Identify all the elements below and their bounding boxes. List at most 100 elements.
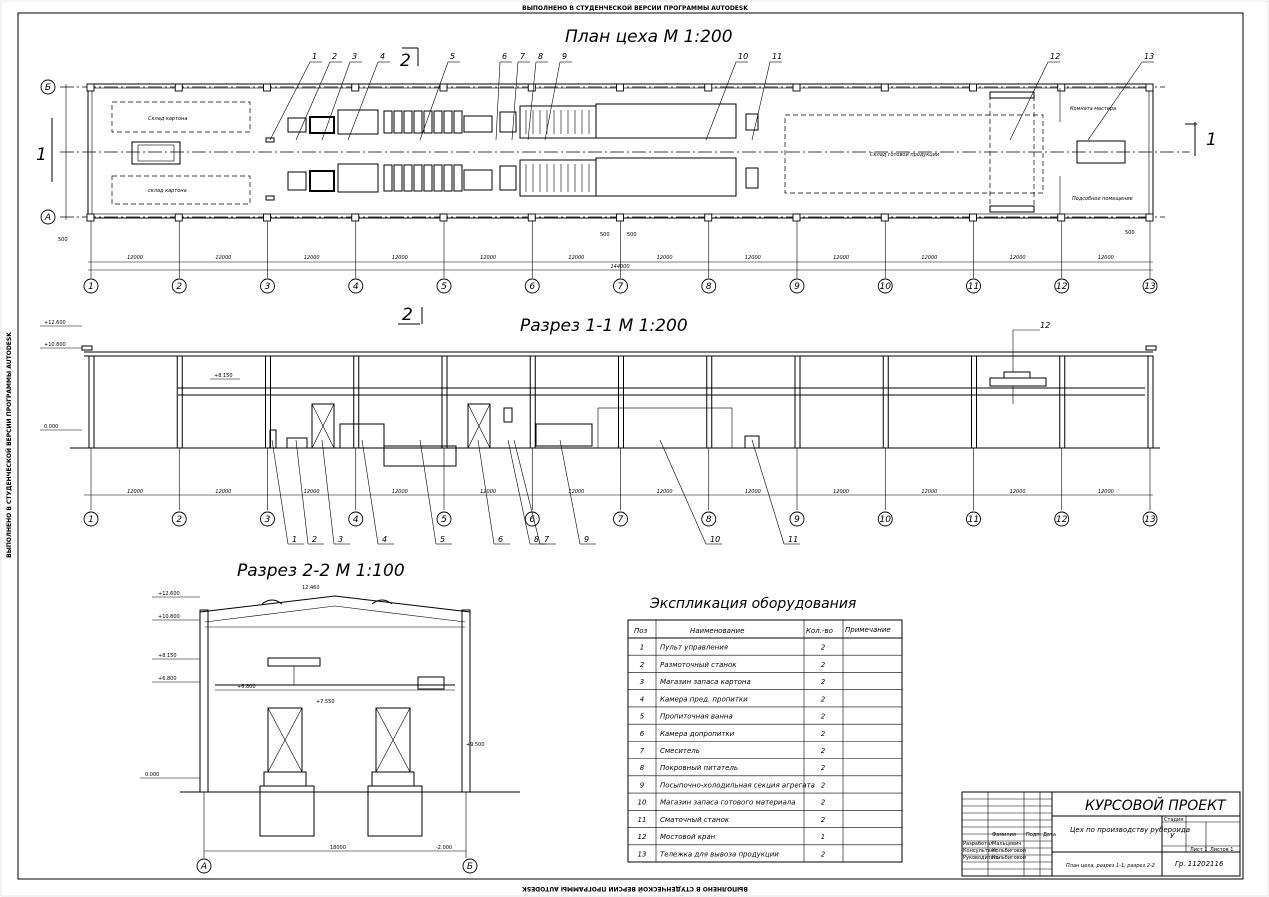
plan-axis-label: 10 [880, 282, 892, 292]
explication-row-qty: 2 [821, 713, 826, 721]
section11-axis-label: 13 [1144, 515, 1156, 525]
plan-columns [86, 83, 1154, 278]
section11-column [88, 355, 95, 449]
crane-callout: 12 [1040, 321, 1050, 330]
section11-axis-bubble [877, 511, 893, 527]
plan-callout-leader [1009, 61, 1049, 141]
plan-callout-label: 3 [352, 52, 357, 61]
chamber-right-x2 [375, 707, 411, 773]
plan-bath-cell [453, 164, 463, 192]
storage-raw-top-label: Склад картона [148, 116, 187, 122]
explication-title: Экспликация оборудования [649, 596, 856, 612]
plan-axis-bubble [966, 278, 981, 294]
plan-span-dim: 12000 [127, 255, 143, 261]
plan-callout-leader [751, 61, 771, 141]
storage-finished [784, 114, 1044, 194]
plan-bath-cell [433, 110, 443, 134]
lvl-label-4: 0.000 [44, 424, 58, 430]
section11-callout-label: 5 [440, 535, 445, 544]
plan-callout-leader [527, 61, 537, 141]
explication-row-pos: 3 [640, 678, 644, 686]
plan-callout-leader [419, 61, 449, 141]
plan-bath-cell [403, 164, 413, 192]
plan-column [616, 213, 624, 222]
section11-callout-leader [513, 439, 541, 545]
section11-levels: +12.600 +10.800 +8.150 0.000 [40, 320, 240, 431]
plan-callout-leader [1087, 61, 1143, 141]
explication-row-name: Посыпочно-холодильная секция агрегата [660, 781, 815, 789]
explication-row-pos: 5 [640, 713, 645, 721]
section2-mark-label: 2 [400, 51, 411, 71]
explication: Экспликация оборудования Поз Наименовани… [627, 596, 903, 863]
section11-axis-bubble [436, 511, 452, 527]
plan-bath-cell [423, 110, 433, 134]
section11-callout-leader [321, 439, 335, 545]
roof-profile [199, 595, 471, 613]
dim-small-1: 500 [58, 237, 68, 243]
crane-cabin [417, 676, 445, 690]
section11-crane-trolley [1003, 371, 1031, 379]
explication-row-name: Сматочный станок [660, 816, 730, 824]
plan-bath-cell [393, 164, 403, 192]
explication-row-pos: 9 [640, 781, 645, 789]
explication-row-pos: 8 [640, 764, 645, 772]
explication-row-qty: 2 [821, 695, 826, 703]
plan-axis-bubble [789, 278, 805, 294]
plan-callout-label: 10 [738, 52, 748, 61]
plan-crane-bottom [989, 205, 1035, 213]
section11-callout-label: 8 [534, 535, 539, 544]
section-1-1: Разрез 1-1 М 1:200 2 +12.600 +10.800 +8.… [40, 305, 1160, 545]
explication-row-qty: 2 [821, 781, 826, 789]
sec-cooling [535, 423, 593, 447]
section11-axis-bubble [1142, 511, 1158, 527]
stamp-group: Гр. 11202116 [1175, 860, 1224, 868]
plan-axis-bubble [83, 278, 99, 294]
stamp-name-2: Кольбиговой [992, 847, 1026, 854]
plan-column [263, 213, 271, 222]
plan-axis-label: 12 [1056, 282, 1068, 292]
inner-lvl-2: +7.550 [316, 699, 335, 705]
plan-span-dim: 12000 [921, 255, 937, 261]
explication-row-name: Пропиточная ванна [660, 713, 733, 721]
section11-callout-label: 7 [544, 535, 550, 544]
plan-mixer [499, 111, 517, 133]
explication-row-pos: 10 [638, 799, 647, 807]
plan-postchamber [463, 169, 493, 191]
section11-axis-label: 5 [441, 515, 447, 525]
section11-span-dim: 12000 [304, 489, 320, 495]
section11-column [176, 355, 183, 449]
section11-axis-label: 3 [265, 515, 271, 525]
section11-axis-label: 7 [618, 515, 624, 525]
stamp-col-date: Дата [1043, 832, 1056, 838]
plan-bath-cell [383, 110, 393, 134]
section11-callout-label: 4 [382, 535, 387, 544]
plan-bath-cell [393, 110, 403, 134]
plan-callout-label: 7 [520, 52, 526, 61]
section11-axis-bubble [83, 511, 99, 527]
section11-axis-bubble [701, 511, 717, 527]
plan-bath-cell [383, 164, 393, 192]
plan-axis-bubble [1054, 278, 1070, 294]
plan-axis-label: 1 [88, 282, 94, 292]
plan-callout-label: 6 [502, 52, 507, 61]
section11-callout-label: 10 [710, 535, 720, 544]
skylight-right [371, 599, 393, 605]
plan-column [616, 83, 624, 92]
transfer-cart [131, 141, 181, 165]
stamp-name-1: Мальцевич [992, 841, 1021, 847]
plan-storage-magazine [309, 116, 335, 134]
section11-axis-bubble [260, 511, 275, 527]
plan-winder [745, 167, 759, 189]
plan-axis-bubble [524, 278, 540, 294]
section11-column [971, 355, 977, 449]
explication-row-pos: 11 [638, 816, 647, 824]
axis22-A-label: А [200, 862, 207, 872]
stamp-role-3: Руководитель [963, 855, 1000, 861]
plan-axis-bubble [260, 278, 275, 294]
stamp-grid [962, 792, 1052, 876]
explication-row-qty: 1 [821, 833, 825, 841]
section11-axis-label: 8 [706, 515, 712, 525]
